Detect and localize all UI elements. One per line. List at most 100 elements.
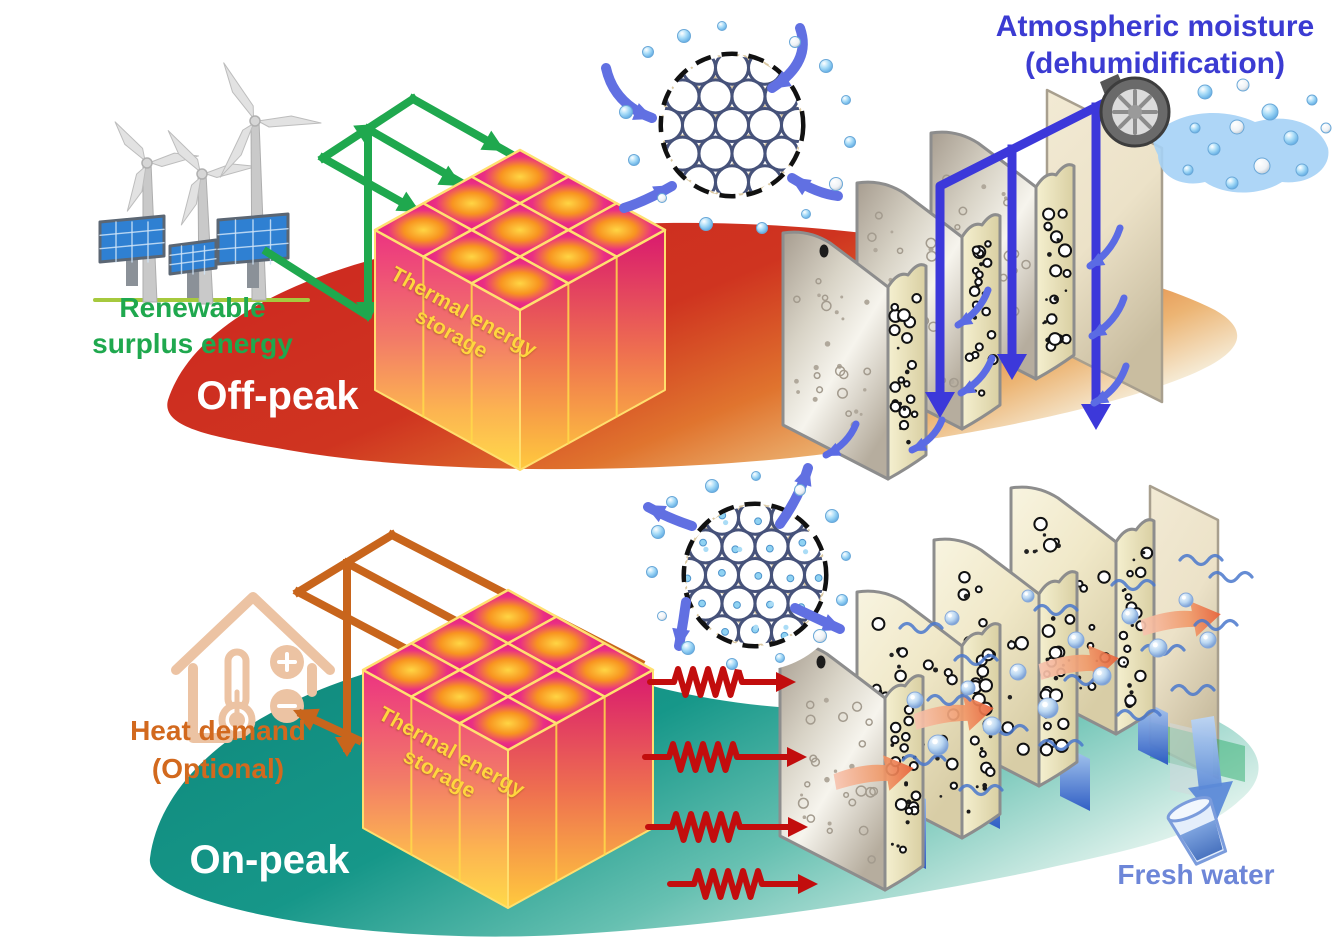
pore bbox=[1057, 243, 1073, 258]
water-molecule-icon bbox=[756, 222, 768, 234]
arrow-head bbox=[821, 614, 843, 631]
turbine-blade bbox=[114, 121, 146, 162]
pore bbox=[816, 386, 824, 394]
pore bbox=[949, 781, 959, 790]
pipe-arrow-head bbox=[997, 354, 1027, 380]
pore bbox=[969, 735, 980, 746]
pore bbox=[843, 791, 850, 799]
water-molecule-icon bbox=[699, 538, 707, 547]
water-molecule-icon bbox=[1295, 163, 1309, 177]
pore bbox=[1124, 593, 1133, 601]
water-molecule-icon bbox=[733, 601, 741, 609]
pore bbox=[1062, 268, 1072, 278]
water-molecule-icon bbox=[825, 509, 839, 523]
water-droplet bbox=[906, 691, 924, 709]
heat-demand-label: Heat demand (Optional) bbox=[108, 712, 328, 788]
cube-top-cell bbox=[458, 695, 558, 752]
water-molecule-icon bbox=[657, 193, 667, 203]
pore bbox=[888, 324, 901, 337]
water-molecule-icon bbox=[705, 479, 719, 493]
fan-spoke bbox=[1137, 95, 1152, 110]
panel-edge-band bbox=[960, 213, 1002, 431]
water-molecule-icon bbox=[646, 566, 658, 578]
pore bbox=[898, 419, 910, 431]
water-molecule-icon bbox=[619, 105, 633, 119]
pore bbox=[905, 394, 916, 405]
pore bbox=[911, 293, 922, 304]
pore bbox=[1134, 566, 1147, 579]
pore bbox=[1045, 298, 1048, 301]
water-droplet bbox=[982, 716, 1002, 736]
pore bbox=[958, 206, 968, 216]
vapor-stream bbox=[1110, 578, 1156, 592]
pore bbox=[1121, 589, 1125, 592]
arrow-head bbox=[824, 442, 842, 456]
pore bbox=[854, 409, 859, 414]
arrow-head bbox=[1090, 322, 1108, 337]
pore bbox=[851, 701, 863, 712]
water-molecule-icon bbox=[753, 624, 759, 630]
pore bbox=[863, 388, 867, 392]
pore bbox=[890, 735, 900, 745]
cup-rim bbox=[1166, 796, 1213, 823]
pore bbox=[1049, 230, 1064, 244]
blade bbox=[126, 165, 147, 212]
pore bbox=[863, 367, 872, 376]
pore bbox=[904, 369, 910, 375]
water-molecule-icon bbox=[841, 95, 851, 105]
water-molecule-icon bbox=[681, 641, 695, 655]
panel-stand bbox=[187, 268, 199, 298]
pore bbox=[966, 809, 971, 814]
turbine-hub bbox=[249, 115, 261, 127]
pore bbox=[1001, 192, 1006, 197]
arrow-head bbox=[356, 302, 380, 322]
pore bbox=[1056, 238, 1060, 242]
turbine-blade bbox=[167, 130, 201, 173]
pore bbox=[1088, 623, 1096, 631]
heat-wave-head bbox=[788, 817, 808, 837]
pore bbox=[848, 798, 857, 807]
water-molecule-icon bbox=[829, 177, 843, 191]
pore bbox=[873, 247, 878, 253]
vapor-flow-arrow bbox=[913, 695, 994, 731]
panel-stand bbox=[126, 256, 138, 286]
renewable-line1: Renewable bbox=[119, 292, 266, 323]
heat-wave-head bbox=[798, 874, 818, 894]
vapor-arrow-shape bbox=[833, 755, 914, 791]
water-cup-icon bbox=[1166, 796, 1228, 866]
heat-demand-line2: (Optional) bbox=[151, 753, 285, 784]
pore bbox=[1048, 646, 1063, 660]
porous-structure-inset-bottom bbox=[643, 463, 851, 671]
house-roof bbox=[171, 592, 335, 675]
on-peak-label: On-peak bbox=[189, 838, 350, 882]
solar-panel-icon bbox=[216, 212, 290, 288]
blade bbox=[257, 115, 322, 128]
blade bbox=[180, 176, 202, 226]
water-molecule-icon bbox=[666, 496, 678, 508]
water-molecule-icon bbox=[801, 209, 811, 219]
pore bbox=[867, 232, 877, 242]
thermo-mercury bbox=[229, 712, 245, 728]
heat-wave-line bbox=[645, 811, 791, 843]
pore bbox=[903, 715, 915, 727]
droplet-highlight bbox=[932, 738, 938, 745]
pore bbox=[890, 743, 895, 747]
pore bbox=[894, 669, 907, 683]
water-droplet bbox=[1092, 666, 1112, 686]
pore bbox=[865, 718, 873, 726]
pore bbox=[813, 364, 819, 371]
pore bbox=[1024, 549, 1029, 554]
pore bbox=[1021, 259, 1031, 270]
pore bbox=[1140, 546, 1154, 560]
pore bbox=[824, 776, 830, 783]
pore bbox=[900, 731, 911, 742]
pore bbox=[805, 700, 815, 710]
blade bbox=[223, 62, 254, 119]
atmospheric-moisture-label: Atmospheric moisture (dehumidification) bbox=[985, 8, 1325, 82]
water-droplet bbox=[1067, 631, 1085, 649]
pore bbox=[975, 785, 979, 789]
pore bbox=[834, 365, 846, 377]
pore bbox=[978, 678, 993, 693]
arrow-head bbox=[1088, 252, 1106, 267]
pore bbox=[922, 659, 934, 671]
